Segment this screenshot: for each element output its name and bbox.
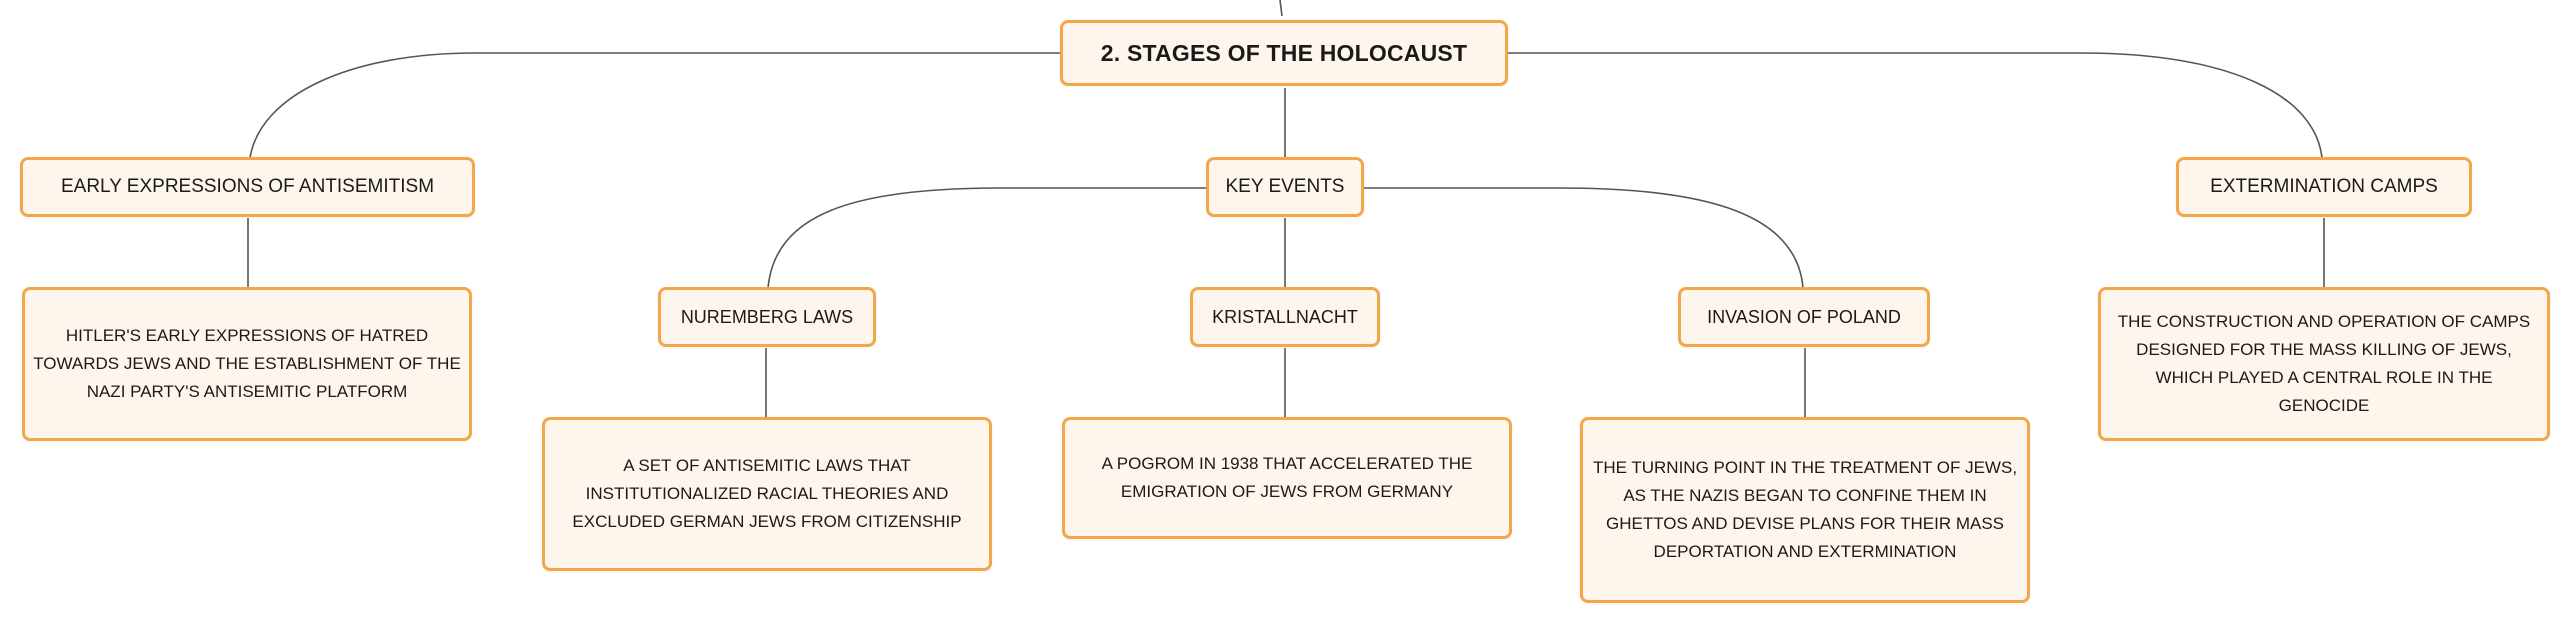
connector-root-to-extermination-camps bbox=[1505, 52, 2323, 159]
topic-label-extermination-camps: EXTERMINATION CAMPS bbox=[2210, 176, 2438, 197]
description-node-kristallnacht[interactable]: A POGROM IN 1938 THAT ACCELERATED THE EM… bbox=[1062, 417, 1512, 539]
description-node-invasion-of-poland[interactable]: THE TURNING POINT IN THE TREATMENT OF JE… bbox=[1580, 417, 2030, 603]
connector-root-to-early-expressions bbox=[249, 52, 1064, 159]
description-text-early-expressions: HITLER'S EARLY EXPRESSIONS OF HATRED TOW… bbox=[33, 326, 461, 401]
topic-node-nuremberg-laws[interactable]: NUREMBERG LAWS bbox=[658, 287, 876, 347]
description-node-early-expressions[interactable]: HITLER'S EARLY EXPRESSIONS OF HATRED TOW… bbox=[22, 287, 472, 441]
topic-label-early-expressions: EARLY EXPRESSIONS OF ANTISEMITISM bbox=[60, 176, 435, 197]
topic-label-kristallnacht: KRISTALLNACHT bbox=[1212, 306, 1358, 327]
topic-label-nuremberg-laws: NUREMBERG LAWS bbox=[680, 306, 854, 327]
description-node-nuremberg-laws[interactable]: A SET OF ANTISEMITIC LAWS THAT INSTITUTI… bbox=[542, 417, 992, 571]
description-text-extermination-camps: THE CONSTRUCTION AND OPERATION OF CAMPS … bbox=[2117, 312, 2531, 415]
topic-label-invasion-of-poland: INVASION OF POLAND bbox=[1707, 306, 1901, 327]
description-text-nuremberg-laws: A SET OF ANTISEMITIC LAWS THAT INSTITUTI… bbox=[572, 456, 962, 531]
topic-node-extermination-camps[interactable]: EXTERMINATION CAMPS bbox=[2176, 157, 2472, 217]
root-topic-label: 2. STAGES OF THE HOLOCAUST bbox=[1100, 39, 1468, 66]
description-text-kristallnacht: A POGROM IN 1938 THAT ACCELERATED THE EM… bbox=[1101, 454, 1473, 501]
connector-parent-to-root bbox=[1279, 0, 1283, 17]
connector-key-events-to-invasion bbox=[1364, 187, 1804, 289]
description-node-extermination-camps[interactable]: THE CONSTRUCTION AND OPERATION OF CAMPS … bbox=[2098, 287, 2550, 441]
topic-node-key-events[interactable]: KEY EVENTS bbox=[1206, 157, 1364, 217]
topic-label-key-events: KEY EVENTS bbox=[1225, 176, 1345, 197]
root-topic-node[interactable]: 2. STAGES OF THE HOLOCAUST bbox=[1060, 20, 1508, 86]
connector-key-events-to-nuremberg bbox=[767, 187, 1206, 289]
description-text-invasion-of-poland: THE TURNING POINT IN THE TREATMENT OF JE… bbox=[1592, 458, 2018, 561]
topic-node-early-expressions[interactable]: EARLY EXPRESSIONS OF ANTISEMITISM bbox=[20, 157, 475, 217]
topic-node-invasion-of-poland[interactable]: INVASION OF POLAND bbox=[1678, 287, 1930, 347]
topic-node-kristallnacht[interactable]: KRISTALLNACHT bbox=[1190, 287, 1380, 347]
